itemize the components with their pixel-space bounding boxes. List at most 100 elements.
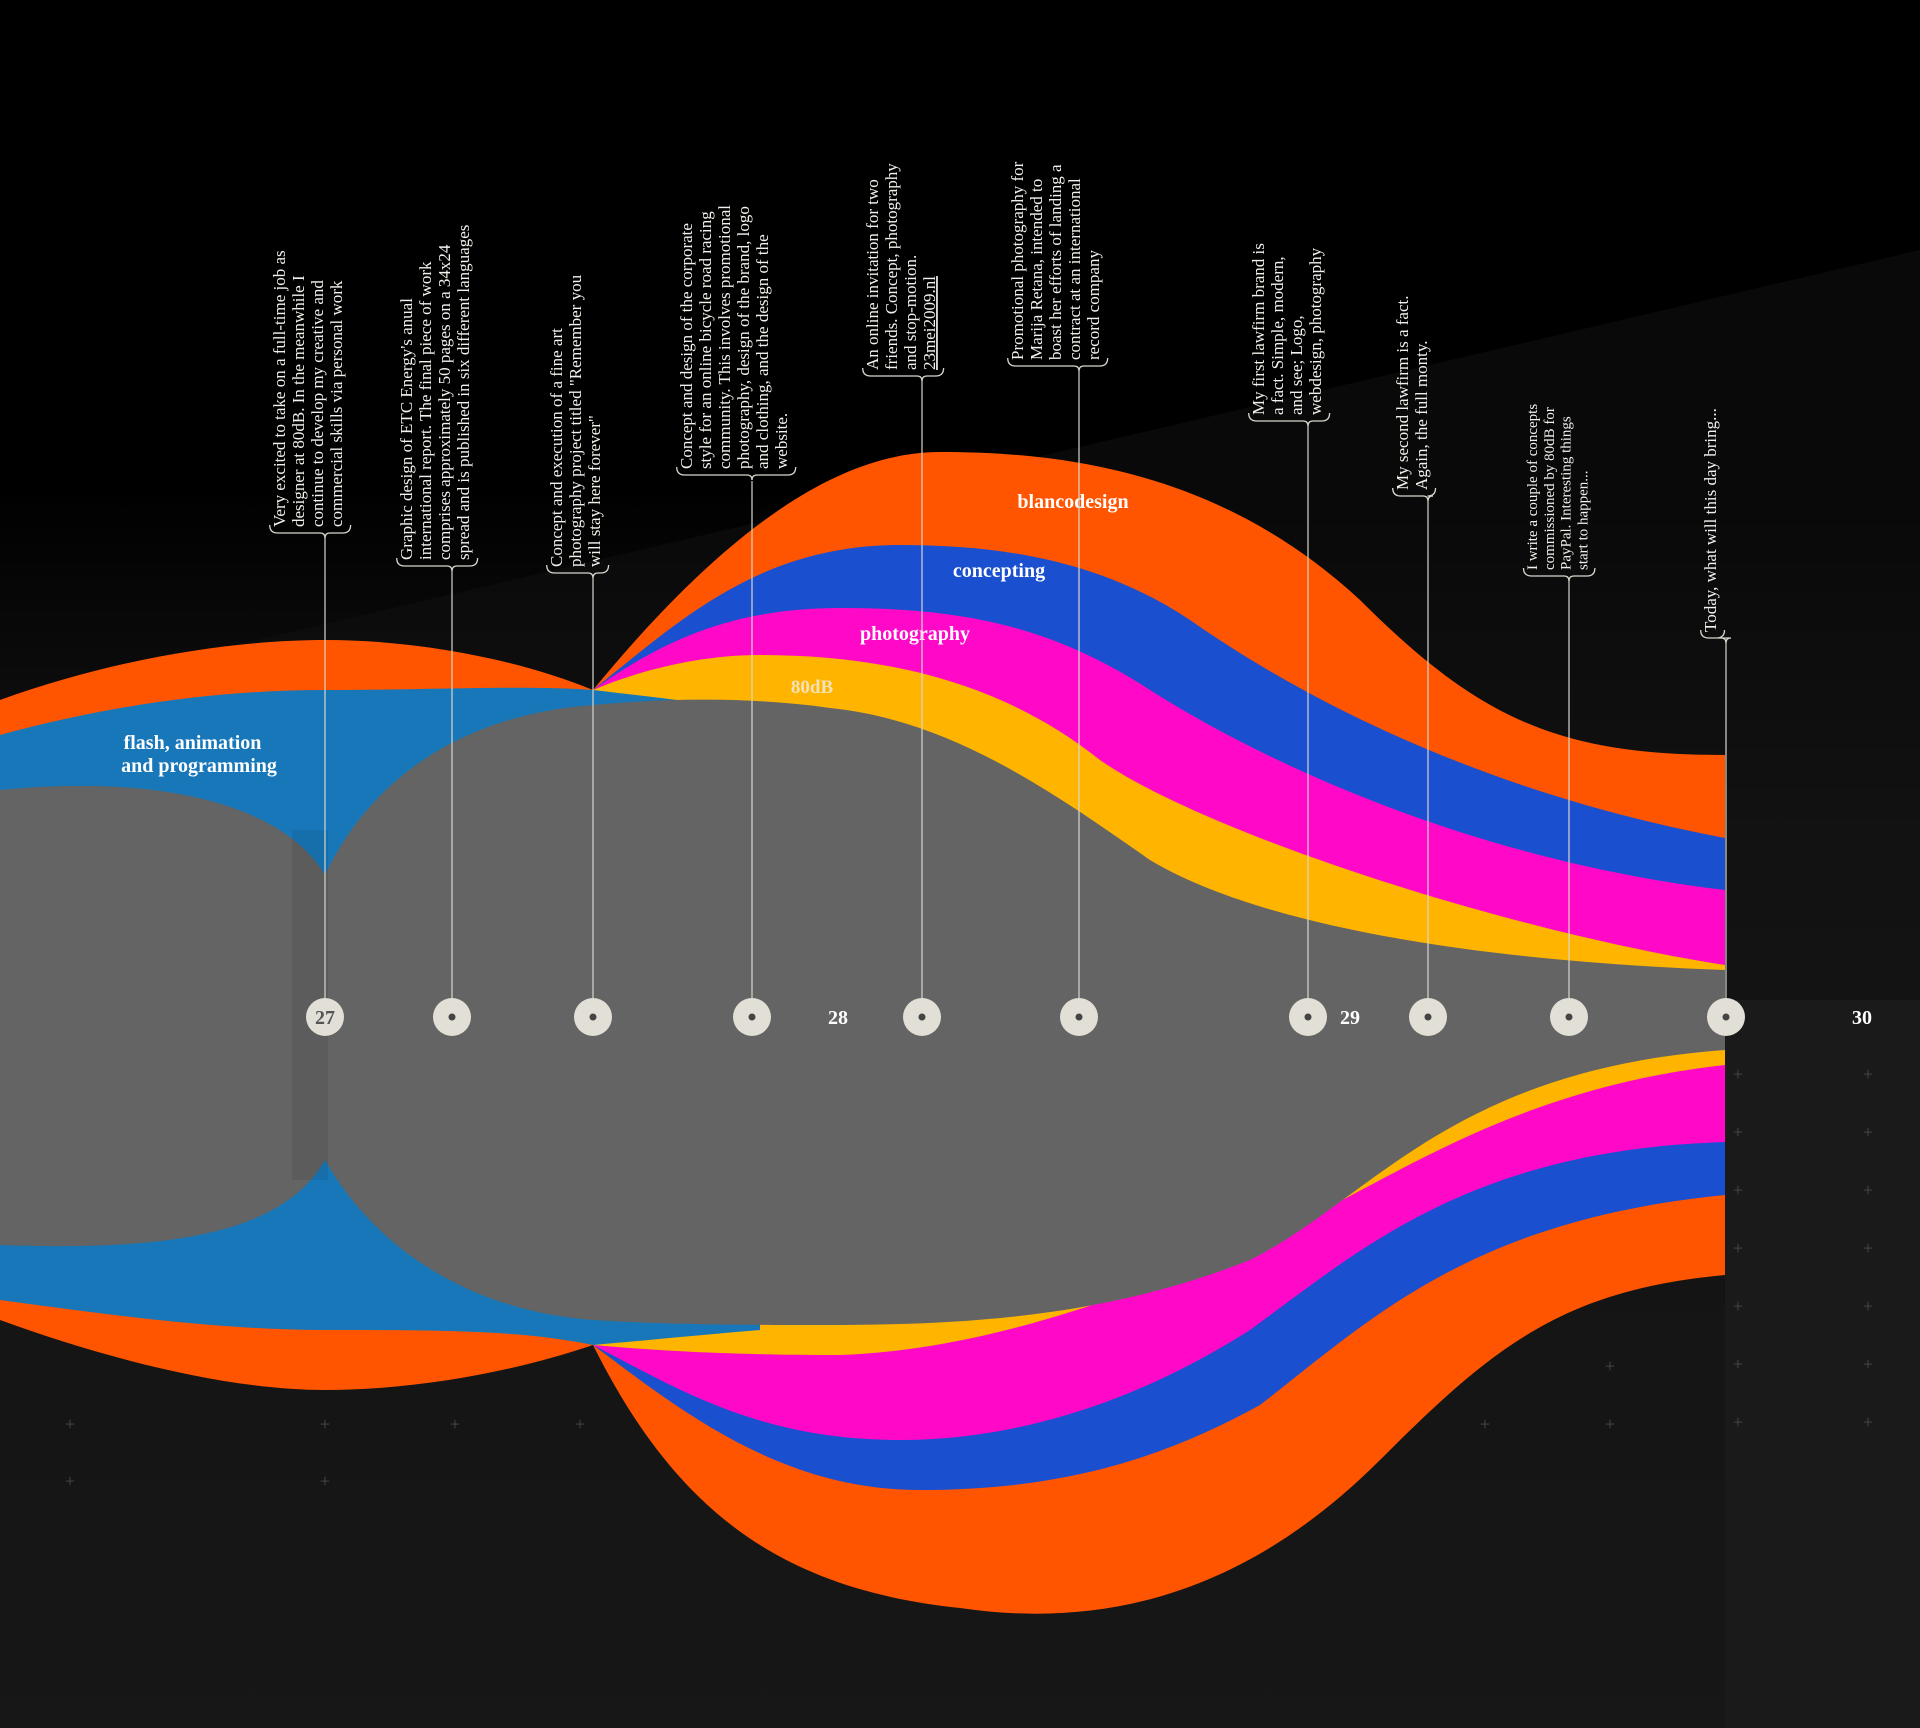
- event-marker-dot: [1722, 1013, 1730, 1021]
- grid-plus-mark: +: [65, 1471, 75, 1491]
- year-label-27: 27: [315, 1007, 335, 1029]
- event-marker-dot: [1424, 1013, 1432, 1021]
- event-marker-dot: [589, 1013, 597, 1021]
- event-note-line: I write a couple of concepts: [1525, 404, 1541, 570]
- grid-plus-mark: +: [1733, 1122, 1743, 1142]
- year-label-30: 30: [1852, 1007, 1872, 1029]
- event-marker-dot: [1565, 1013, 1573, 1021]
- grid-plus-mark: +: [1733, 1238, 1743, 1258]
- event-note-line: and see; Logo,: [1287, 315, 1306, 415]
- grid-plus-mark: +: [1863, 1064, 1873, 1084]
- stream-label-concepting: concepting: [953, 560, 1045, 582]
- event-bracket: [862, 367, 945, 382]
- event-note-line: Graphic design of ETC Energy's anual: [397, 298, 416, 560]
- event-note-line: webdesign, photography: [1306, 247, 1325, 415]
- event-bracket: [1007, 357, 1109, 372]
- event-bracket: [1392, 487, 1437, 502]
- right-dark-panel: [1725, 1000, 1920, 1728]
- event-note-line: will stay here forever": [585, 415, 604, 567]
- grid-plus-mark: +: [1605, 1414, 1615, 1434]
- event-note-line: a fact. Simple, modern,: [1268, 256, 1287, 415]
- event-note-line[interactable]: 23mei2009.nl: [920, 276, 939, 370]
- grid-plus-mark: +: [65, 1414, 75, 1434]
- event-note-line: and clothing, and the design of the: [753, 234, 772, 469]
- event-note-line: friends. Concept, photography: [882, 163, 901, 370]
- event-note-line: My second lawfirm is a fact.: [1393, 296, 1412, 491]
- year-label-28: 28: [828, 1007, 848, 1029]
- year-label-29: 29: [1340, 1007, 1360, 1029]
- event-bracket: [269, 524, 352, 539]
- grid-plus-mark: +: [1863, 1412, 1873, 1432]
- event-leader-lines: [269, 357, 1732, 1017]
- grid-plus-mark: +: [1733, 1064, 1743, 1084]
- event-note-line: photography project titled "Remember you: [566, 274, 585, 567]
- grid-plus-mark: +: [1863, 1296, 1873, 1316]
- grid-plus-mark: +: [320, 1471, 330, 1491]
- event-note-line: Marija Retana, intended to: [1027, 179, 1046, 360]
- event-note-line: international report. The final piece of…: [416, 261, 435, 560]
- grid-plus-mark: +: [1863, 1354, 1873, 1374]
- event-note-line: start to happen...: [1575, 470, 1591, 570]
- event-note-line: boast her efforts of landing a: [1046, 164, 1065, 360]
- grid-plus-mark: +: [1733, 1180, 1743, 1200]
- event-note: Promotional photography forMarija Retana…: [1008, 161, 1103, 360]
- event-note: I write a couple of conceptscommissioned…: [1525, 404, 1591, 570]
- event-bracket: [396, 557, 479, 572]
- background-plus-grid: + + + + + + + + + + + + + + + + + + + + + + +: [65, 1064, 1873, 1491]
- event-markers: [306, 998, 1745, 1036]
- event-note-line: website.: [772, 413, 791, 469]
- event-note-line: Concept and execution of a fine art: [547, 328, 566, 567]
- event-note-line: style for an online bicycle road racing: [696, 211, 715, 469]
- event-note-line: commissioned by 80dB for: [1542, 407, 1558, 570]
- event-note-line: continue to develop my creative and: [308, 280, 327, 527]
- event-note-line: record company: [1084, 250, 1103, 360]
- event-note: An online invitation for twofriends. Con…: [863, 163, 939, 370]
- event-note: My first lawfirm brand isa fact. Simple,…: [1249, 243, 1325, 415]
- grid-plus-mark: +: [575, 1414, 585, 1434]
- event-note-line: An online invitation for two: [863, 179, 882, 370]
- grid-plus-mark: +: [1605, 1356, 1615, 1376]
- event-note-line: My first lawfirm brand is: [1249, 243, 1268, 415]
- event-notes: Very excited to take on a full-time job …: [270, 161, 1720, 632]
- event-note: Graphic design of ETC Energy's anualinte…: [397, 225, 473, 560]
- event-note-line: commercial skills via personal work: [327, 280, 346, 527]
- event-note-line: Again, the full monty.: [1412, 340, 1431, 490]
- event-bracket: [546, 564, 610, 579]
- grid-plus-mark: +: [1480, 1414, 1490, 1434]
- event-note-line: comprises approximately 50 pages on a 34…: [435, 244, 454, 560]
- event-note: Concept and execution of a fine artphoto…: [547, 274, 604, 567]
- event-note-line: spread and is published in six different…: [454, 225, 473, 560]
- event-note: Very excited to take on a full-time job …: [270, 250, 346, 527]
- event-note-line: community. This involves promotional: [715, 205, 734, 469]
- grid-plus-mark: +: [320, 1414, 330, 1434]
- stream-label-photography: photography: [860, 623, 970, 645]
- event-note: Concept and design of the corporatestyle…: [677, 205, 791, 469]
- grid-plus-mark: +: [1733, 1296, 1743, 1316]
- grid-plus-mark: +: [1863, 1122, 1873, 1142]
- event-bracket: [1248, 412, 1331, 427]
- event-bracket: [1700, 629, 1732, 644]
- grid-plus-mark: +: [1863, 1238, 1873, 1258]
- event-note-line: Very excited to take on a full-time job …: [270, 250, 289, 527]
- stream-label-blancodesign: blancodesign: [1017, 491, 1128, 513]
- event-note-line: Today, what will this day bring...: [1701, 408, 1720, 632]
- stream-core: [0, 699, 1725, 1325]
- grid-plus-mark: +: [1733, 1412, 1743, 1432]
- event-marker-dot: [448, 1013, 456, 1021]
- event-note-line: PayPal. Interesting things: [1559, 416, 1575, 570]
- event-bracket: [1522, 567, 1596, 582]
- event-note-line: photography, design of the brand, logo: [734, 206, 753, 469]
- grid-plus-mark: +: [1733, 1354, 1743, 1374]
- event-note-line: Concept and design of the corporate: [677, 223, 696, 469]
- event-marker-dot: [918, 1013, 926, 1021]
- event-bracket: [676, 466, 797, 481]
- event-marker-dot: [1075, 1013, 1083, 1021]
- event-note-line: designer at 80dB. In the meanwhile I: [289, 275, 308, 527]
- stream-label-flash-animation-programming: flash, animation and programming: [121, 732, 277, 777]
- event-marker[interactable]: [306, 998, 344, 1036]
- event-marker-dot: [748, 1013, 756, 1021]
- grid-plus-mark: +: [450, 1414, 460, 1434]
- event-note-line: contract at an international: [1065, 178, 1084, 360]
- grid-plus-mark: +: [1863, 1180, 1873, 1200]
